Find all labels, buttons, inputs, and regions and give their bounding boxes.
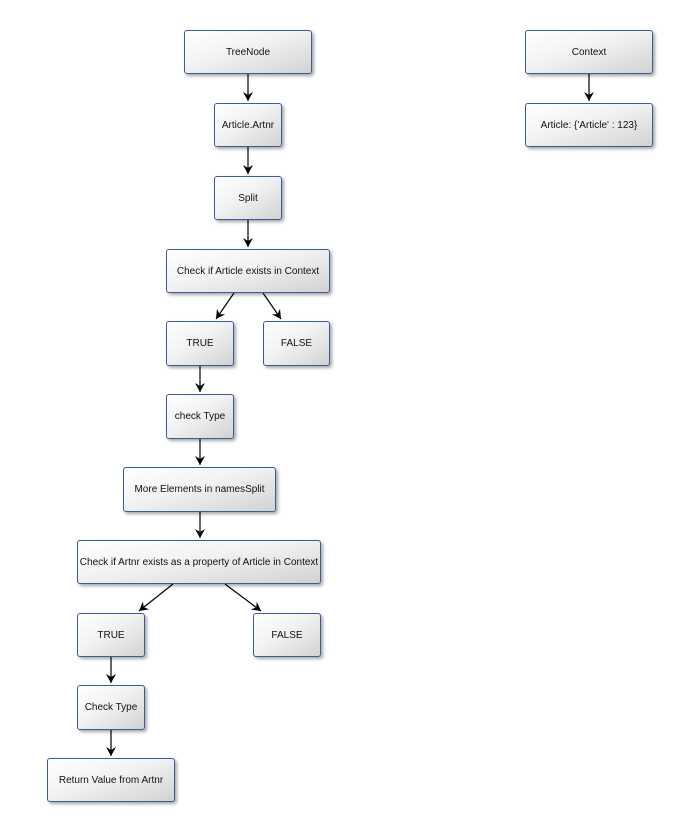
- node-label: Split: [238, 192, 258, 204]
- node-check-type-2[interactable]: Check Type: [77, 685, 145, 730]
- node-true-2[interactable]: TRUE: [77, 613, 145, 657]
- node-label: Article: {'Article' : 123}: [540, 119, 638, 131]
- node-label: TRUE: [186, 338, 214, 349]
- node-label: Check if Article exists in Context: [176, 265, 320, 277]
- node-article-artnr[interactable]: Article.Artnr: [214, 103, 282, 147]
- node-label: TRUE: [97, 629, 125, 641]
- node-label: Return Value from Artnr: [58, 774, 164, 786]
- node-check-article[interactable]: Check if Article exists in Context: [166, 249, 330, 293]
- edge-check-artnr-to-false-2: [224, 583, 262, 612]
- node-more-elements[interactable]: More Elements in namesSplit: [123, 467, 276, 512]
- node-label: FALSE: [280, 338, 313, 349]
- node-label: More Elements in namesSplit: [134, 484, 265, 495]
- node-false-1[interactable]: FALSE: [263, 321, 330, 366]
- node-label: TreeNode: [225, 46, 271, 58]
- node-return-value[interactable]: Return Value from Artnr: [47, 758, 175, 802]
- node-label: Check Type: [84, 702, 138, 713]
- node-article-value[interactable]: Article: {'Article' : 123}: [525, 103, 653, 147]
- node-label: Article.Artnr: [221, 119, 275, 131]
- node-label: check Type: [174, 411, 226, 422]
- node-label: FALSE: [271, 629, 303, 641]
- edge-check-artnr-to-true-2: [138, 583, 174, 612]
- node-check-type-1[interactable]: check Type: [166, 394, 234, 439]
- node-false-2[interactable]: FALSE: [253, 613, 321, 657]
- node-treenode[interactable]: TreeNode: [184, 30, 312, 74]
- edge-check-article-to-false-1: [262, 292, 282, 320]
- node-check-artnr[interactable]: Check if Artnr exists as a property of A…: [77, 540, 321, 584]
- node-label: Check if Artnr exists as a property of A…: [79, 556, 319, 568]
- node-true-1[interactable]: TRUE: [166, 321, 234, 366]
- node-label: Context: [571, 46, 607, 58]
- node-split[interactable]: Split: [214, 176, 282, 220]
- edge-check-article-to-true-1: [215, 292, 235, 320]
- node-context[interactable]: Context: [525, 30, 653, 74]
